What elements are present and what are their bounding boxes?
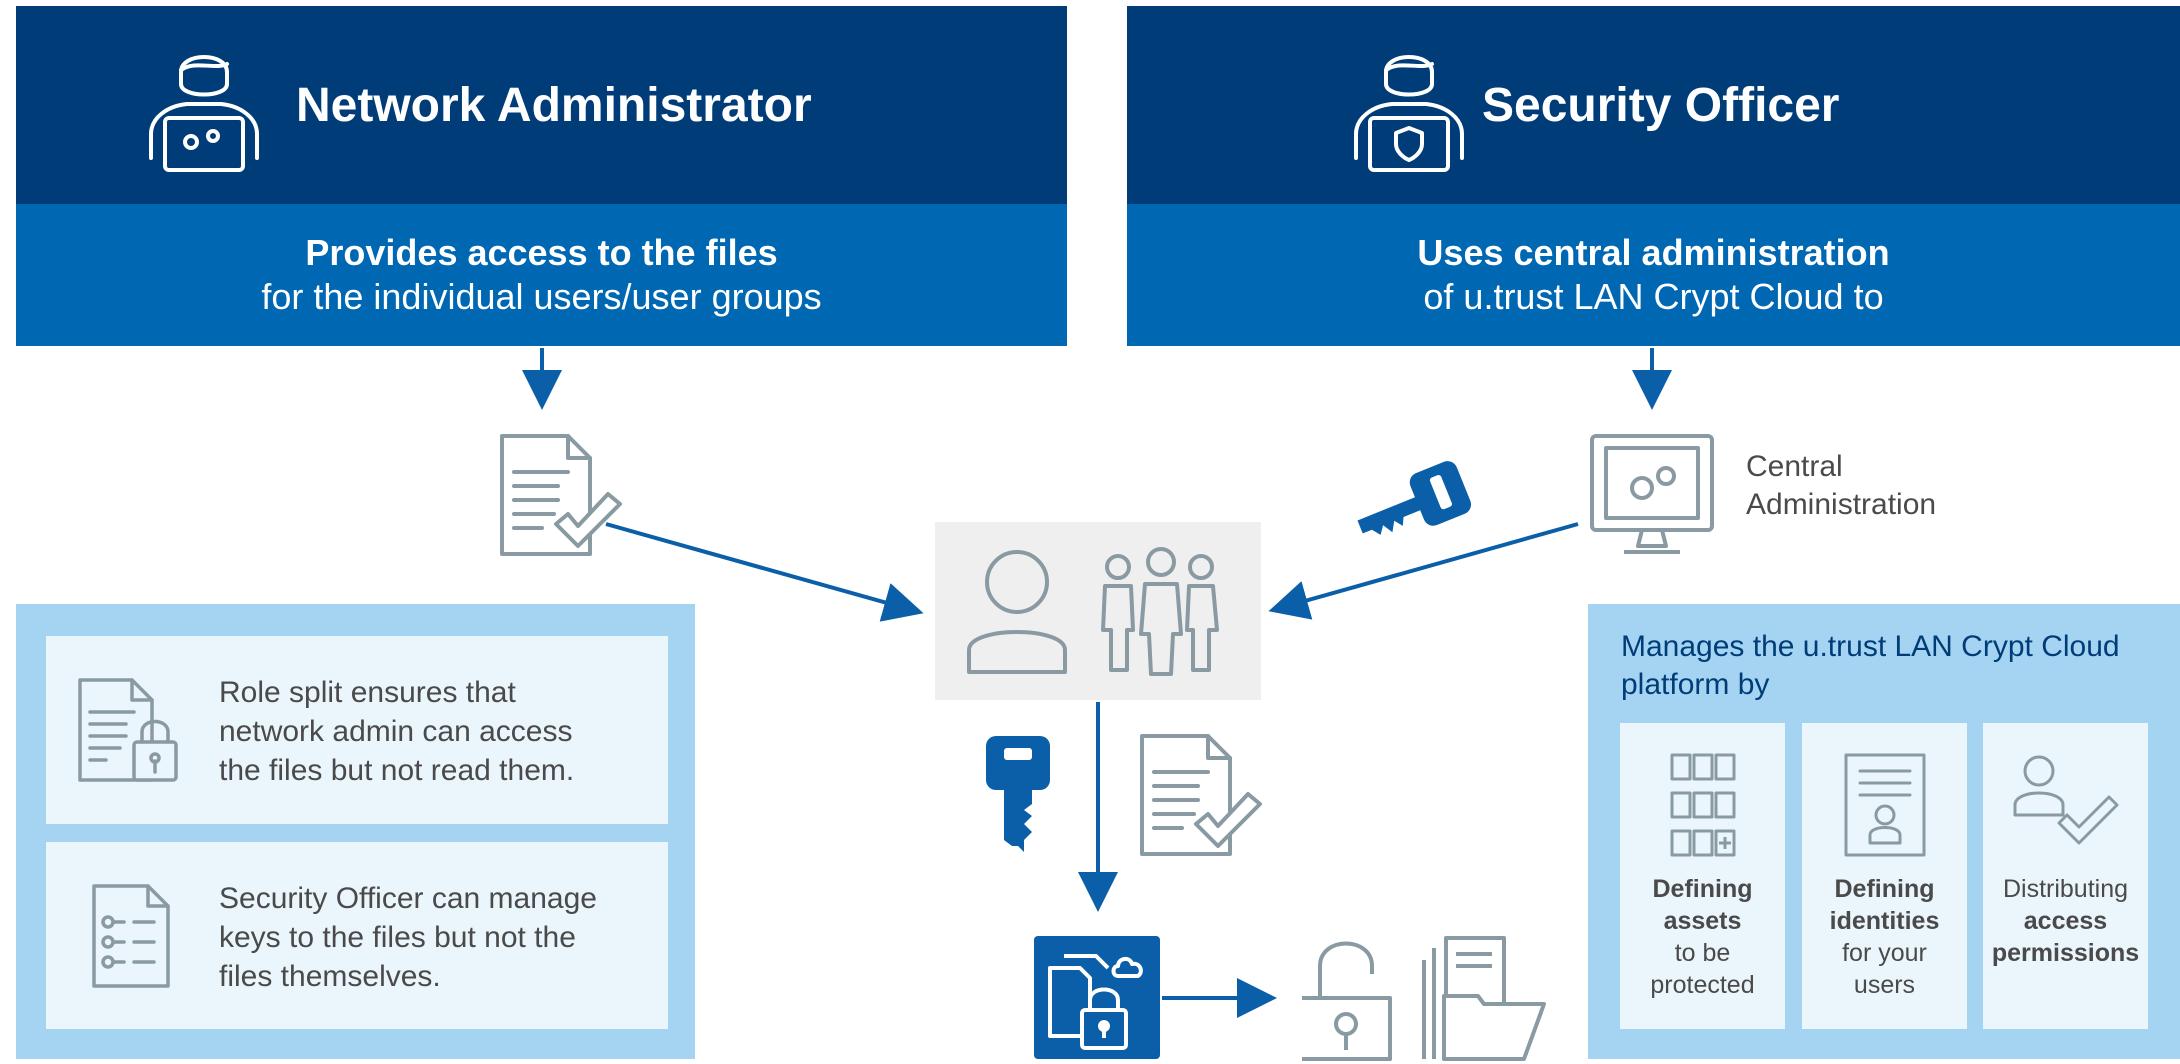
folder-files-icon	[1420, 934, 1548, 1061]
network-admin-subtitle-band: Provides access to the files for the ind…	[16, 204, 1067, 346]
tile-distributing-permissions: Distributing access permissions	[1983, 723, 2148, 1029]
key-icon-center	[984, 734, 1052, 852]
role-split-text: Role split ensures that network admin ca…	[219, 673, 574, 790]
tile-assets-bold2: assets	[1663, 907, 1742, 935]
tile-assets-bold1: Defining	[1652, 875, 1753, 903]
key-list-document-icon	[90, 882, 172, 990]
network-admin-subtitle-bold: Provides access to the files	[305, 232, 778, 273]
security-officer-line2: keys to the files but not the	[219, 921, 576, 954]
tile-assets-reg2: protected	[1650, 971, 1755, 999]
network-admin-subtitle: for the individual users/user groups	[261, 276, 822, 317]
network-admin-title: Network Administrator	[296, 79, 812, 132]
security-officer-header	[1127, 6, 2180, 204]
security-officer-subtitle: of u.trust LAN Crypt Cloud to	[1423, 276, 1884, 317]
open-padlock-icon	[1298, 936, 1394, 1061]
user-group-icon	[1101, 547, 1219, 676]
tile-identities-bold1: Defining	[1834, 875, 1935, 903]
user-check-icon	[2011, 753, 2121, 857]
tile-defining-assets: Defining assets to be protected	[1620, 723, 1785, 1029]
tile-identities-bold2: identities	[1829, 907, 1940, 935]
document-lock-icon	[76, 676, 180, 784]
right-panel-title: Manages the u.trust LAN Crypt Cloud plat…	[1621, 628, 2120, 704]
users-box	[935, 522, 1261, 700]
info-card-security-officer: Security Officer can manage keys to the …	[46, 842, 668, 1029]
right-panel-title-line2: platform by	[1621, 668, 1770, 701]
security-officer-title: Security Officer	[1482, 79, 1840, 132]
key-icon-right	[1355, 461, 1475, 546]
right-panel-title-line1: Manages the u.trust LAN Crypt Cloud	[1621, 630, 2120, 663]
network-admin-icon	[145, 40, 263, 172]
security-officer-subtitle-bold: Uses central administration	[1417, 232, 1890, 273]
tile-permissions-bold1: access	[2023, 907, 2108, 935]
tile-defining-identities: Defining identities for your users	[1802, 723, 1967, 1029]
central-admin-line1: Central	[1746, 450, 1843, 483]
central-admin-monitor-icon	[1588, 432, 1716, 558]
document-check-icon	[498, 432, 624, 558]
info-card-role-split: Role split ensures that network admin ca…	[46, 636, 668, 824]
asset-grid-icon	[1670, 753, 1736, 857]
lan-crypt-cloud-app-icon	[1034, 936, 1160, 1059]
single-user-icon	[967, 550, 1067, 674]
central-admin-label: Central Administration	[1746, 448, 1936, 524]
security-officer-line3: files themselves.	[219, 960, 441, 993]
tile-identities-reg1: for your	[1842, 939, 1927, 967]
role-split-line3: the files but not read them.	[219, 754, 575, 787]
arrow-doc-to-users	[605, 522, 924, 622]
identity-card-icon	[1844, 753, 1926, 857]
tile-assets-reg1: to be	[1674, 939, 1731, 967]
security-officer-subtitle-band: Uses central administration of u.trust L…	[1127, 204, 2180, 346]
security-officer-text: Security Officer can manage keys to the …	[219, 879, 597, 996]
tile-permissions-bold2: permissions	[1991, 939, 2140, 967]
tile-identities-reg2: users	[1853, 971, 1916, 999]
security-officer-line1: Security Officer can manage	[219, 882, 597, 915]
role-split-line1: Role split ensures that	[219, 676, 516, 709]
role-split-line2: network admin can access	[219, 715, 573, 748]
security-officer-icon	[1350, 40, 1468, 172]
central-admin-line2: Administration	[1746, 488, 1937, 521]
arrow-admin-to-users	[1268, 522, 1579, 620]
tile-permissions-reg1: Distributing	[2002, 875, 2129, 903]
document-check-icon-center	[1138, 732, 1264, 858]
